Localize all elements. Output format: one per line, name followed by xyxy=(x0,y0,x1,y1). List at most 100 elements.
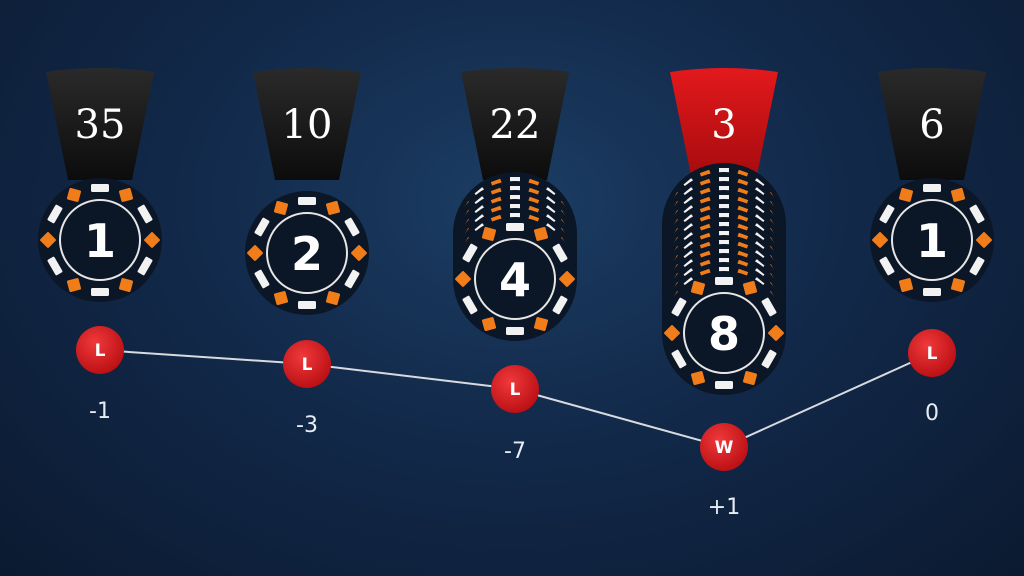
running-balance: -1 xyxy=(89,399,111,424)
chip-stripe-white xyxy=(761,349,777,369)
chip-stripe-white xyxy=(761,297,777,317)
chip-stripe-orange xyxy=(898,278,914,293)
chip-inner-ring xyxy=(891,199,973,281)
tab-shape xyxy=(253,68,361,180)
chip-stripe-white xyxy=(47,204,63,224)
chip-stripe-orange xyxy=(66,187,82,202)
bet-amount: 1 xyxy=(84,214,116,268)
running-balance: +1 xyxy=(708,495,740,520)
chip xyxy=(245,191,369,315)
chip-stripe xyxy=(510,195,520,201)
chip-stripe-white xyxy=(254,269,270,289)
chip-stack: 2 xyxy=(245,191,369,315)
chip-stripe-orange xyxy=(144,232,160,248)
chip-stack: 1 xyxy=(870,178,994,302)
spin-result-tab: 35 xyxy=(46,68,154,180)
spin-number: 35 xyxy=(75,102,126,148)
running-balance: -3 xyxy=(296,413,318,438)
chip-stripe-white xyxy=(298,301,316,309)
chip-stripe-white xyxy=(552,295,568,315)
chip-stripe-white xyxy=(298,197,316,205)
chip-stripe-white xyxy=(91,184,109,192)
bet-amount: 4 xyxy=(499,253,531,307)
chip-inner-ring xyxy=(59,199,141,281)
balance-labels: -1-3-7+10 xyxy=(89,399,939,520)
chip-stripe-orange xyxy=(898,187,914,202)
chip-stripe-orange xyxy=(351,245,367,261)
tab-shape xyxy=(878,68,986,180)
spin-number: 10 xyxy=(282,102,333,148)
chip-stripe-orange xyxy=(559,271,575,287)
chip xyxy=(662,271,786,395)
chip-stripe-orange xyxy=(481,226,497,241)
chip-stripe-white xyxy=(969,256,985,276)
chip-stripe-white xyxy=(254,217,270,237)
chip-stripe-white xyxy=(344,269,360,289)
spin-result-tab: 22 xyxy=(461,68,569,180)
chip-stripe xyxy=(719,240,729,246)
chip-stripe-white xyxy=(715,277,733,285)
spin-result-tab: 6 xyxy=(878,68,986,180)
chip-stripe-white xyxy=(91,288,109,296)
chip-stack: 1 xyxy=(38,178,162,302)
bet-amount: 2 xyxy=(291,227,323,281)
chip-inner-ring xyxy=(474,238,556,320)
chip-stripe-orange xyxy=(533,226,549,241)
chip-stripe xyxy=(719,222,729,228)
bet-chip-stacks: 1 2 4 8 1 xyxy=(38,163,994,395)
chip-stripe xyxy=(719,258,729,264)
result-letter: W xyxy=(715,438,734,458)
chip-stripe-orange xyxy=(455,271,471,287)
result-letter: L xyxy=(510,380,521,400)
chip-stripe-orange xyxy=(247,245,263,261)
chip-stripe-white xyxy=(137,256,153,276)
loss-marker: L xyxy=(283,340,331,388)
chip-stripe-orange xyxy=(273,291,289,306)
result-letter: L xyxy=(927,344,938,364)
chip-stripe-orange xyxy=(273,200,289,215)
chip-stripe-white xyxy=(344,217,360,237)
chip-stripe-orange xyxy=(664,325,680,341)
chip-stripe-orange xyxy=(768,325,784,341)
chip-stripe-white xyxy=(462,295,478,315)
chip-stripe xyxy=(719,204,729,210)
spin-result-tab: 10 xyxy=(253,68,361,180)
chip-stripe-orange xyxy=(872,232,888,248)
chip-stripe-white xyxy=(506,223,524,231)
chip-stack: 4 xyxy=(453,172,577,341)
chip-stripe xyxy=(719,249,729,255)
chip-stripe-white xyxy=(506,327,524,335)
chip-stripe-white xyxy=(923,184,941,192)
chip-stripe-orange xyxy=(690,371,706,386)
chip-stripe-white xyxy=(715,381,733,389)
tab-shape xyxy=(461,68,569,180)
chip-stripe-white xyxy=(923,288,941,296)
chip-stripe xyxy=(510,213,520,219)
bet-amount: 8 xyxy=(708,307,740,361)
spin-number: 6 xyxy=(919,102,944,148)
marker-circle xyxy=(700,423,748,471)
chip-stripe-white xyxy=(969,204,985,224)
chip-stripe xyxy=(719,186,729,192)
chip-stripe-white xyxy=(552,243,568,263)
chip-stripe-orange xyxy=(690,280,706,295)
result-markers: L L L W L xyxy=(76,326,956,471)
marker-circle xyxy=(283,340,331,388)
win-marker: W xyxy=(700,423,748,471)
chip-stripe-orange xyxy=(40,232,56,248)
chip-inner-ring xyxy=(266,212,348,294)
chip-stripe-white xyxy=(671,297,687,317)
result-letter: L xyxy=(95,341,106,361)
marker-circle xyxy=(908,329,956,377)
chip-stripe xyxy=(510,177,520,183)
chip-stripe xyxy=(719,177,729,183)
chip xyxy=(870,178,994,302)
chip-stripe-white xyxy=(879,204,895,224)
running-balance: 0 xyxy=(925,401,939,426)
chip-stripe-orange xyxy=(533,317,549,332)
marker-circle xyxy=(76,326,124,374)
chip-stack: 8 xyxy=(662,163,786,395)
chip xyxy=(38,178,162,302)
